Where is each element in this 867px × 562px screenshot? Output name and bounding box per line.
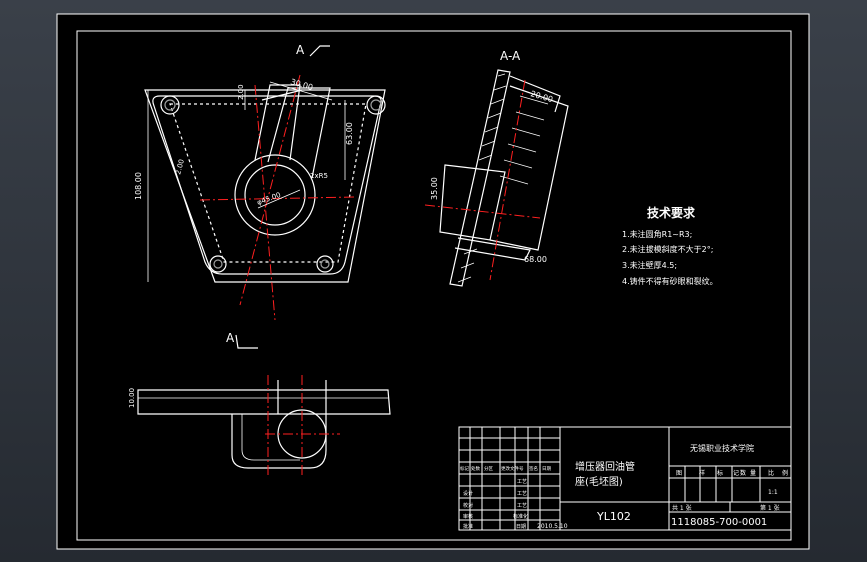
rev-hdr-4: 签名 bbox=[529, 465, 538, 472]
sheet-total: 共 1 张 bbox=[672, 504, 692, 512]
cut-arrow-bottom bbox=[235, 334, 258, 349]
hdr-2: 标 bbox=[717, 469, 723, 477]
bolt-hole-bl bbox=[209, 255, 227, 273]
bottom-centerlines bbox=[265, 375, 340, 475]
title-block bbox=[458, 426, 792, 531]
section-body bbox=[489, 85, 569, 251]
cut-label-top: A bbox=[296, 43, 305, 57]
bore-inner bbox=[244, 164, 306, 226]
rev-hdr-0: 标记 bbox=[460, 465, 469, 472]
dim-108: 108.00 bbox=[134, 172, 143, 200]
role-sub-0: 工艺 bbox=[517, 479, 527, 485]
rev-hdr-3: 更改文件号 bbox=[501, 465, 524, 472]
school-name: 无锡职业技术学院 bbox=[690, 443, 754, 453]
section-centerlines bbox=[424, 79, 541, 281]
flange-inner-outline bbox=[152, 95, 382, 275]
dim-2-top: 2.00 bbox=[237, 84, 245, 100]
part-code: YL102 bbox=[596, 510, 631, 523]
dim-2-side: 2.00 bbox=[174, 158, 186, 175]
dim-phi-line bbox=[257, 189, 301, 209]
hdr-5: 量 bbox=[750, 470, 756, 477]
section-flange bbox=[449, 69, 511, 287]
centerline-slant bbox=[254, 84, 276, 321]
scale: 1:1 bbox=[768, 489, 778, 496]
drawing-sheet bbox=[56, 13, 810, 550]
bolt-hole-tl bbox=[160, 95, 180, 115]
tech-note-1: 1.未注圆角R1~R3; bbox=[622, 229, 692, 239]
oil-channel-right bbox=[267, 87, 331, 179]
dim-68: 68.00 bbox=[524, 255, 547, 264]
dim-30-line bbox=[269, 81, 333, 101]
hdr-6: 比 bbox=[768, 469, 774, 477]
role-3: 批准 bbox=[463, 523, 473, 530]
role-sub-1: 工艺 bbox=[517, 491, 527, 497]
tech-note-3: 3.未注壁厚4.5; bbox=[622, 260, 677, 270]
cut-label-bottom: A bbox=[226, 331, 235, 345]
hdr-7: 例 bbox=[782, 469, 788, 477]
section-title: A-A bbox=[500, 49, 521, 63]
bolt-hole-bl-inner bbox=[213, 259, 223, 269]
hdr-3: 记 bbox=[733, 470, 739, 477]
bore-outer bbox=[234, 154, 316, 236]
bottom-flange bbox=[137, 389, 391, 415]
hdr-4: 数 bbox=[740, 469, 746, 477]
role-2: 审核 bbox=[463, 513, 473, 520]
section-lip bbox=[509, 75, 561, 113]
role-1: 校对 bbox=[463, 502, 473, 509]
bottom-boss bbox=[231, 414, 327, 469]
date-value: 2010.5.10 bbox=[537, 523, 568, 530]
tech-notes-title: 技术要求 bbox=[647, 205, 696, 220]
rev-hdr-1: 处数 bbox=[471, 465, 480, 472]
section-hatching bbox=[457, 73, 549, 283]
bolt-hole-br-inner bbox=[320, 259, 330, 269]
oil-channel-left bbox=[254, 84, 301, 161]
bolt-hole-br bbox=[316, 255, 334, 273]
part-name-1: 增压器回油管 bbox=[575, 460, 635, 473]
inner-border bbox=[76, 30, 792, 541]
bolt-hole-tr-inner bbox=[370, 99, 382, 111]
role-0: 设计 bbox=[463, 490, 473, 497]
front-dimensions bbox=[147, 81, 346, 282]
bolt-hole-tr bbox=[366, 95, 386, 115]
channel-cap bbox=[261, 89, 303, 101]
role-sub-2: 工艺 bbox=[517, 503, 527, 509]
dim-35: 35.00 bbox=[430, 177, 439, 200]
centerline-v bbox=[239, 74, 301, 306]
sheet-no: 第 1 张 bbox=[760, 504, 780, 512]
section-view bbox=[439, 69, 569, 287]
centerline-h bbox=[199, 196, 356, 201]
bolt-hole-tl-inner bbox=[164, 99, 176, 111]
bottom-tube bbox=[277, 380, 327, 414]
tech-note-2: 2.未注拔模斜度不大于2°; bbox=[622, 244, 713, 254]
dim-r5: 2xR5 bbox=[310, 172, 328, 180]
cut-arrow-top bbox=[309, 45, 330, 57]
part-name-2: 座(毛坯图) bbox=[575, 475, 623, 488]
rev-hdr-5: 日期 bbox=[542, 466, 551, 472]
section-boss bbox=[439, 164, 506, 241]
dim-63: 63.00 bbox=[345, 122, 354, 145]
front-view bbox=[144, 84, 386, 283]
front-centerlines bbox=[199, 74, 356, 321]
flange-draft-line bbox=[169, 103, 367, 263]
flange-outline bbox=[144, 89, 386, 283]
date-label: 日期 bbox=[516, 524, 526, 530]
dim-10: 10.00 bbox=[128, 388, 136, 408]
tech-note-4: 4.铸件不得有砂眼和裂纹。 bbox=[622, 276, 718, 286]
title-block-text: 增压器回油管 座(毛坯图) YL102 无锡职业技术学院 1118085-700… bbox=[460, 443, 788, 530]
std: 标准化 bbox=[513, 513, 528, 520]
hdr-0: 图 bbox=[676, 470, 682, 477]
drawing-number: 1118085-700-0001 bbox=[671, 517, 767, 528]
hdr-1: 样 bbox=[699, 469, 705, 477]
section-base bbox=[454, 237, 531, 261]
rev-hdr-2: 分区 bbox=[484, 465, 493, 472]
